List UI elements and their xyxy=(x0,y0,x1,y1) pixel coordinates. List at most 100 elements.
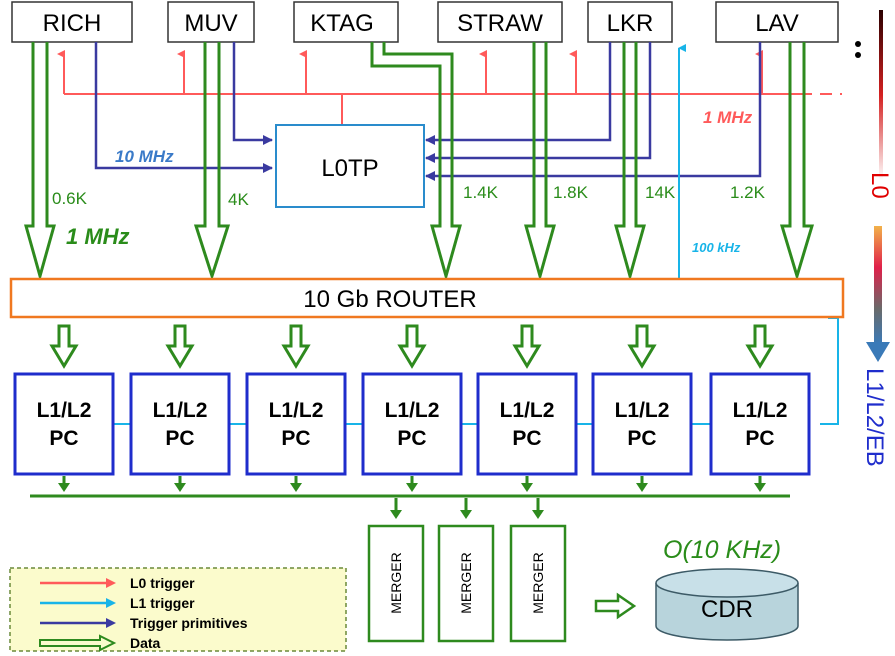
detector-straw: STRAW xyxy=(437,1,563,43)
data-rate-total: 1 MHz xyxy=(66,224,130,249)
pc-label-line1: L1/L2 xyxy=(269,399,324,422)
legend-label: L1 trigger xyxy=(130,595,195,611)
bus-arrow xyxy=(521,483,533,492)
pc-label-line1: L1/L2 xyxy=(500,399,555,422)
merger-box: MERGER xyxy=(437,498,495,643)
legend-item: Trigger primitives xyxy=(40,615,248,631)
data-rate: 0.6K xyxy=(52,189,88,208)
data-arrow-straw xyxy=(524,42,556,282)
detector-ktag: KTAG xyxy=(293,1,399,43)
legend-item: L0 trigger xyxy=(40,575,195,591)
merger-label: MERGER xyxy=(388,552,404,613)
bus-arrow xyxy=(174,483,186,492)
data-arrow-ktag xyxy=(370,42,462,282)
data-arrow-pc xyxy=(745,324,775,369)
data-rate: 4K xyxy=(228,190,249,209)
level-indicator: L0 L1/L2/EB xyxy=(855,10,893,467)
l1-trigger-rate: 100 kHz xyxy=(692,240,741,255)
detector-label: RICH xyxy=(43,10,102,37)
data-arrow-pc xyxy=(281,324,311,369)
bus-arrow xyxy=(58,483,70,492)
merger-box: MERGER xyxy=(509,498,567,643)
merger-box: MERGER xyxy=(367,498,425,643)
primitives-rate: 10 MHz xyxy=(115,147,174,166)
pc-label-line2: PC xyxy=(745,427,774,450)
router-label: 10 Gb ROUTER xyxy=(303,286,476,313)
bus-arrow xyxy=(406,483,418,492)
router-box: 10 Gb ROUTER xyxy=(9,277,845,319)
detector-lav: LAV xyxy=(715,1,839,43)
l1-trigger-lines xyxy=(678,44,839,425)
pc-label-line2: PC xyxy=(627,427,656,450)
legend-swatch-arrowhead xyxy=(106,618,116,628)
data-arrow-pc xyxy=(165,324,195,369)
data-rate: 1.4K xyxy=(463,183,499,202)
bus-arrow xyxy=(290,483,302,492)
detector-rich: RICH xyxy=(11,1,133,43)
level-l1: L1/L2/EB xyxy=(861,368,888,467)
data-arrows xyxy=(24,42,815,282)
data-arrow-pc xyxy=(512,324,542,369)
detector-label: MUV xyxy=(184,10,237,37)
detector-label: KTAG xyxy=(310,10,374,37)
level-l0: L0 xyxy=(866,172,893,199)
cdr-storage: CDR xyxy=(655,568,799,641)
data-arrow-pc xyxy=(397,324,427,369)
legend-swatch-data xyxy=(39,634,117,652)
legend-item: Data xyxy=(39,634,161,652)
trigger-primitive-lines xyxy=(94,42,762,181)
detector-label: STRAW xyxy=(457,10,543,37)
pc-row: L1/L2PCL1/L2PCL1/L2PCL1/L2PCL1/L2PCL1/L2… xyxy=(13,372,811,476)
pc-label-line2: PC xyxy=(512,427,541,450)
pc-label-line1: L1/L2 xyxy=(153,399,208,422)
pc-label-line2: PC xyxy=(49,427,78,450)
pc-label-line1: L1/L2 xyxy=(37,399,92,422)
data-arrow-pc xyxy=(49,324,79,369)
data-arrow-rich xyxy=(24,42,56,282)
pc-label-line2: PC xyxy=(281,427,310,450)
data-rate: 1.2K xyxy=(730,183,766,202)
data-arrow-lkr xyxy=(614,42,646,282)
pc-label-line2: PC xyxy=(397,427,426,450)
legend-swatch-arrowhead xyxy=(106,598,116,608)
legend-swatch-arrowhead xyxy=(106,578,116,588)
data-rate-labels: 0.6K 4K 1.4K 1.8K 14K 1.2K xyxy=(52,183,766,209)
pc-arrows xyxy=(49,324,775,369)
pc-label-line1: L1/L2 xyxy=(615,399,670,422)
legend-label: L0 trigger xyxy=(130,575,195,591)
data-arrow-muv xyxy=(193,42,231,281)
pc-label-line2: PC xyxy=(165,427,194,450)
bus-arrow xyxy=(754,483,766,492)
l0-trigger-lines xyxy=(57,50,842,126)
legend-label: Trigger primitives xyxy=(130,615,248,631)
detector-label: LAV xyxy=(755,10,799,37)
detector-label: LKR xyxy=(607,10,654,37)
l0tp-label: L0TP xyxy=(321,155,378,182)
merger-label: MERGER xyxy=(530,552,546,613)
pc-label-line1: L1/L2 xyxy=(733,399,788,422)
data-rate: 14K xyxy=(645,183,676,202)
pc-label-line1: L1/L2 xyxy=(385,399,440,422)
detector-lkr: LKR xyxy=(587,1,673,43)
data-arrow-cdr xyxy=(594,592,637,620)
legend-item: L1 trigger xyxy=(40,595,195,611)
legend-label: Data xyxy=(130,635,161,651)
bus-arrow xyxy=(636,483,648,492)
detector-muv: MUV xyxy=(167,1,255,43)
data-arrow-lav xyxy=(779,42,815,282)
l0-trigger-rate: 1 MHz xyxy=(703,108,753,127)
l0tp-box: L0TP xyxy=(275,124,425,208)
merger-label: MERGER xyxy=(458,552,474,613)
data-rate: 1.8K xyxy=(553,183,589,202)
output-rate: O(10 KHz) xyxy=(663,536,781,564)
merger-row: MERGER MERGER MERGER xyxy=(367,498,567,643)
output-bus xyxy=(30,476,790,498)
